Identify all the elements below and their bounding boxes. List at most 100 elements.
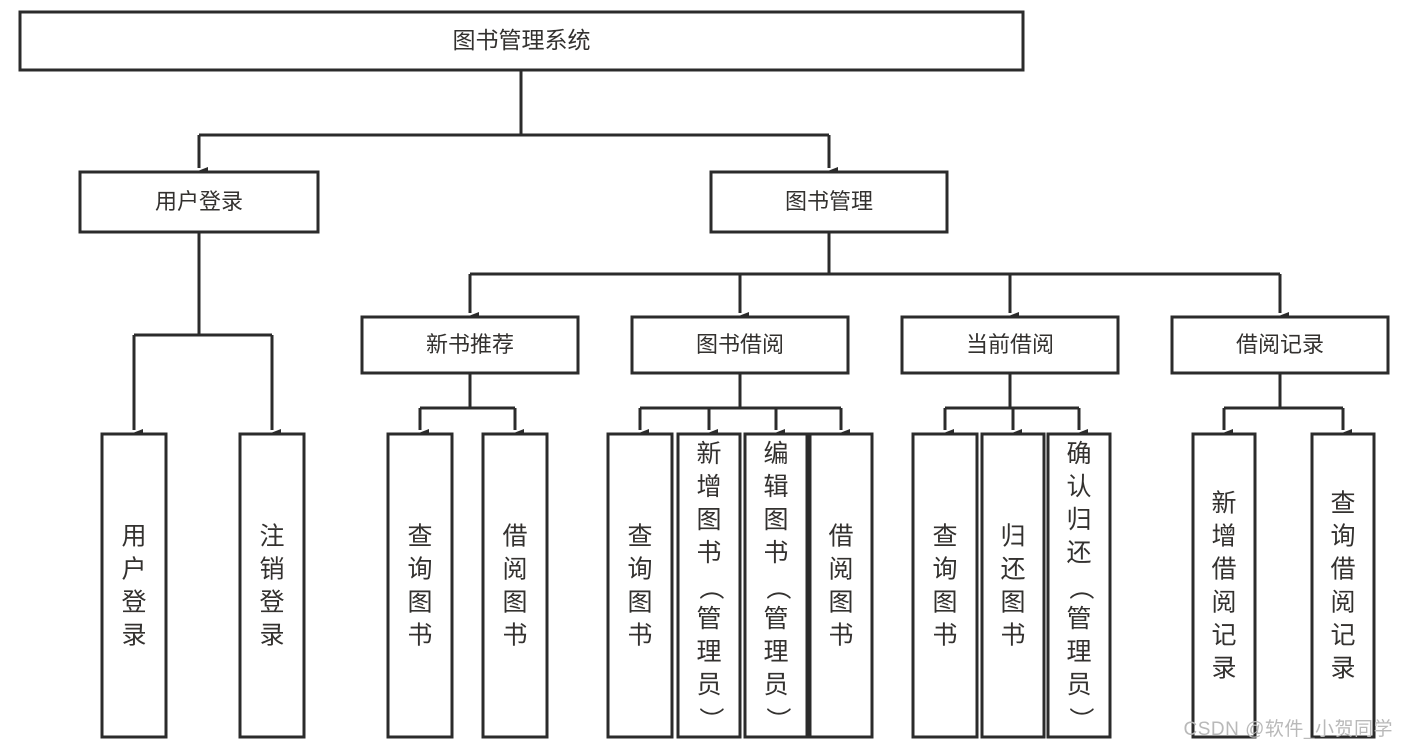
node-box-current-borrow[interactable] — [900, 315, 1120, 375]
leaf-label-char: 新 — [1211, 490, 1236, 518]
leaf-label-char: 书 — [763, 539, 788, 567]
leaf-label-char: 户 — [121, 556, 146, 584]
leaf-label-char: 借 — [502, 523, 527, 551]
leaf-label-char: 图 — [627, 589, 652, 617]
leaf-label-char: 记 — [1330, 622, 1355, 650]
leaf-label-char: 辑 — [763, 473, 788, 501]
leaf-label-char: 询 — [407, 556, 432, 584]
node-label: 图书借阅 — [696, 332, 784, 357]
leaf-label-char: 查 — [932, 523, 957, 551]
leaf-label-char: 注 — [259, 523, 284, 551]
node-box-book-borrow[interactable] — [630, 315, 850, 375]
leaf-label-char: 增 — [696, 473, 721, 501]
leaf-label-char: 书 — [502, 622, 527, 650]
node-label: 新书推荐 — [426, 332, 514, 357]
leaf-label-char: 阅 — [502, 556, 527, 584]
leaf-label-char: 阅 — [828, 556, 853, 584]
leaf-label-char: 新 — [696, 440, 721, 468]
leaf-label-char: 图 — [407, 589, 432, 617]
leaf-label-char: 员 — [1066, 671, 1091, 699]
leaf-label-char: 图 — [828, 589, 853, 617]
node-box-borrow-record[interactable] — [1170, 315, 1390, 375]
leaf-label-char: 询 — [932, 556, 957, 584]
leaf-label-char: （ — [696, 575, 724, 600]
leaf-label-char: 还 — [1066, 539, 1091, 567]
leaf-label-char: 录 — [1330, 655, 1355, 683]
leaf-box-nb-query[interactable] — [386, 432, 454, 739]
boxes-layer — [18, 10, 1390, 739]
leaf-label-char: 图 — [763, 506, 788, 534]
node-box-root[interactable] — [18, 10, 1025, 72]
leaf-label-char: 录 — [1211, 655, 1236, 683]
leaf-label-char: 记 — [1211, 622, 1236, 650]
leaf-box-cb-return[interactable] — [980, 432, 1046, 739]
node-box-user-login[interactable] — [78, 170, 320, 234]
leaf-label-char: 图 — [932, 589, 957, 617]
leaf-label-char: 销 — [259, 556, 284, 584]
leaf-label-char: 书 — [828, 622, 853, 650]
leaf-label-char: 管 — [1066, 605, 1091, 633]
leaf-label-char: 询 — [1330, 523, 1355, 551]
leaf-label-char: 编 — [763, 440, 788, 468]
leaf-box-br-add[interactable] — [1191, 432, 1257, 739]
leaf-label-char: 查 — [627, 523, 652, 551]
node-label: 当前借阅 — [966, 332, 1054, 357]
leaf-box-cb-query[interactable] — [911, 432, 979, 739]
leaf-label-char: 阅 — [1330, 589, 1355, 617]
leaf-label-char: 管 — [696, 605, 721, 633]
leaf-label-char: （ — [763, 575, 791, 600]
leaf-label-char: 员 — [763, 671, 788, 699]
node-label: 图书管理系统 — [453, 27, 591, 53]
leaf-box-bb-borrow[interactable] — [808, 432, 874, 739]
leaf-label-char: 用 — [121, 523, 146, 551]
leaf-box-nb-borrow[interactable] — [481, 432, 549, 739]
leaf-box-bb-query[interactable] — [606, 432, 674, 739]
leaf-label-char: 理 — [763, 638, 788, 666]
leaf-box-br-query[interactable] — [1310, 432, 1376, 739]
leaf-label-char: 借 — [1330, 556, 1355, 584]
connectors-layer — [125, 70, 1352, 443]
leaf-label-char: 确 — [1066, 440, 1091, 468]
leaf-label-char: 管 — [763, 605, 788, 633]
leaf-box-leaf-user-logout[interactable] — [238, 432, 306, 739]
leaf-label-char: 归 — [1000, 523, 1025, 551]
leaf-label-char: ） — [763, 707, 791, 732]
leaf-label-leaf-user-login: 用户登录 — [121, 523, 146, 650]
leaf-label-char: 询 — [627, 556, 652, 584]
leaf-box-leaf-user-login[interactable] — [100, 432, 168, 739]
leaf-label-char: 认 — [1066, 473, 1091, 501]
node-label: 图书管理 — [785, 189, 873, 214]
leaf-label-char: 理 — [696, 638, 721, 666]
node-label: 用户登录 — [155, 189, 243, 214]
leaf-label-char: ） — [1066, 707, 1094, 732]
leaf-label-char: 借 — [1211, 556, 1236, 584]
leaf-label-char: 书 — [407, 622, 432, 650]
leaf-label-char: 阅 — [1211, 589, 1236, 617]
leaf-box-bb-edit[interactable] — [743, 432, 809, 739]
leaf-label-char: 录 — [259, 622, 284, 650]
leaf-label-char: 还 — [1000, 556, 1025, 584]
leaf-label-char: 录 — [121, 622, 146, 650]
leaf-label-char: 图 — [502, 589, 527, 617]
leaf-box-bb-add[interactable] — [676, 432, 742, 739]
node-label: 借阅记录 — [1236, 332, 1324, 357]
leaf-label-char: 图 — [696, 506, 721, 534]
leaf-label-char: 借 — [828, 523, 853, 551]
leaf-box-cb-confirm[interactable] — [1046, 432, 1112, 739]
node-box-book-management[interactable] — [709, 170, 949, 234]
leaf-label-char: 员 — [696, 671, 721, 699]
node-box-new-book-rec[interactable] — [360, 315, 580, 375]
leaf-label-char: 登 — [259, 589, 284, 617]
leaf-label-char: 书 — [932, 622, 957, 650]
leaf-label-char: 增 — [1211, 523, 1236, 551]
